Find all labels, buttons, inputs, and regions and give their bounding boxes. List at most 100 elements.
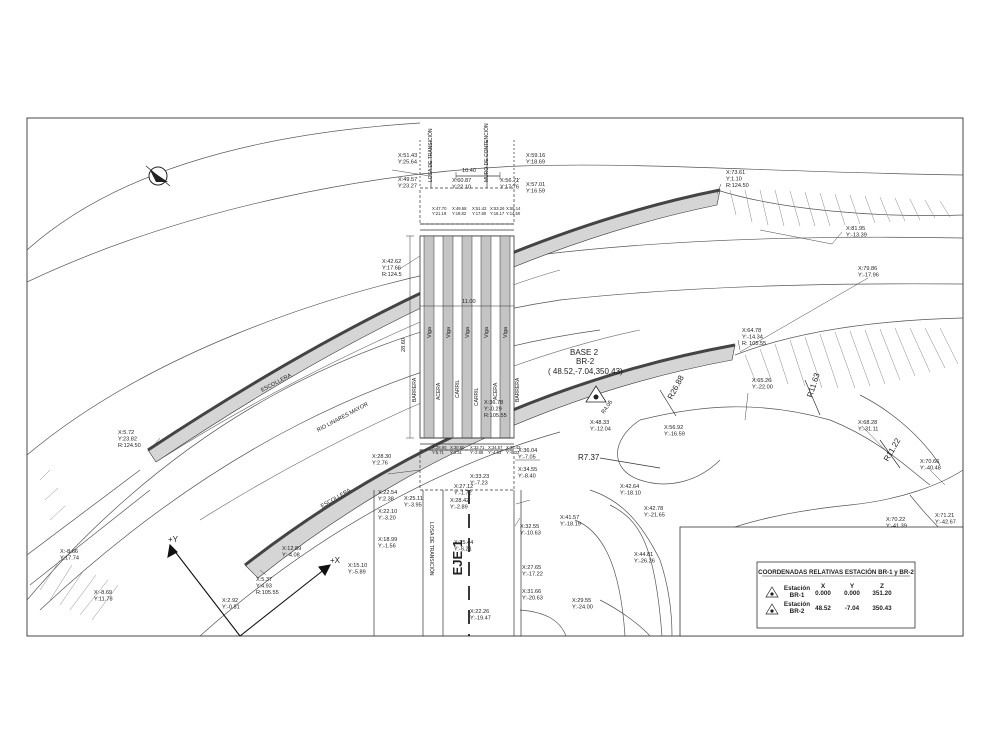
table-header-z: Z bbox=[880, 583, 884, 590]
coordinate-label: X:30.80Y:3.31 bbox=[450, 445, 465, 455]
coordinate-label: X:2.92Y:-0.81 bbox=[222, 598, 240, 610]
coordinate-value: X:-8.69 bbox=[94, 590, 112, 596]
coordinate-value: Y:17.66 bbox=[382, 265, 401, 271]
coordinate-value: X:44.81 bbox=[634, 552, 653, 558]
coordinate-label: X:68.28Y:-31.11 bbox=[858, 420, 878, 432]
coordinate-value: R:124.50 bbox=[726, 183, 749, 189]
coordinate-value: X:79.86 bbox=[858, 266, 877, 272]
station-label: Estación bbox=[784, 585, 810, 592]
coordinate-value: Y:22.10 bbox=[452, 184, 471, 190]
coordinate-value: Y:-40.48 bbox=[920, 465, 941, 471]
coordinate-label: X:22.10Y:-3.20 bbox=[378, 509, 397, 521]
coordinate-value: X:5.72 bbox=[118, 430, 134, 436]
transition-slab-label: LOSA DE TRANSICIÓN bbox=[428, 522, 435, 576]
coordinate-value: R:105.55 bbox=[256, 590, 279, 596]
coordinate-value: X:31.66 bbox=[522, 589, 541, 595]
coordinate-value: X:27.65 bbox=[522, 565, 541, 571]
coordinate-value: Y:-17.96 bbox=[858, 272, 879, 278]
coordinate-value: X:32.71 bbox=[470, 445, 485, 450]
coordinate-value: Y:14.50 bbox=[506, 211, 521, 216]
coordinate-label: X:5.37Y:4.93R:105.55 bbox=[256, 577, 279, 596]
coordinate-value: Y:-42.67 bbox=[935, 519, 956, 525]
axis-x-label: +X bbox=[330, 556, 341, 565]
coordinate-value: X:49.58 bbox=[452, 206, 467, 211]
coordinate-value: Y:16.17 bbox=[490, 211, 505, 216]
coordinate-value: X:15.10 bbox=[348, 563, 367, 569]
coordinate-label: X:5.72Y:23.82R:124.50 bbox=[118, 430, 141, 449]
coordinate-value: Y:-0.29 bbox=[484, 406, 502, 412]
coordinate-label: X:51.43Y:25.64 bbox=[398, 153, 417, 165]
coordinate-value: R: 105.55 bbox=[742, 341, 766, 347]
coordinate-value: Y:-17.22 bbox=[522, 571, 543, 577]
table-row: Estación BR-2 48.52 -7.04 350.43 bbox=[765, 601, 892, 615]
coordinate-value: Y:-4.08 bbox=[282, 552, 300, 558]
coordinate-label: X:49.58Y:19.82 bbox=[452, 206, 467, 216]
coordinate-value: X:22.54 bbox=[378, 490, 397, 496]
table-header-y: Y bbox=[850, 583, 855, 590]
station-x: 0.000 bbox=[815, 590, 831, 597]
lane-label: CARRIL bbox=[455, 379, 461, 398]
coordinate-value: Y:25.64 bbox=[398, 159, 417, 165]
station-y: -7.04 bbox=[845, 605, 860, 612]
coordinate-label: X:53.26Y:16.17 bbox=[490, 206, 505, 216]
coordinate-value: X:56.92 bbox=[664, 425, 683, 431]
coordinate-value: X:36.43 bbox=[506, 445, 521, 450]
coordinate-label: X:70.22Y:-41.39 bbox=[886, 517, 907, 529]
axis-label-eje: EJE 1 bbox=[450, 540, 465, 575]
station-x: 48.52 bbox=[815, 605, 831, 612]
coordinate-value: Y:-7.05 bbox=[518, 454, 536, 460]
coordinate-value: X:-8.66 bbox=[60, 549, 78, 555]
coordinate-value: Y:-2.88 bbox=[470, 450, 484, 455]
sidewalk-label: ACERA bbox=[493, 382, 499, 400]
coordinate-value: X:51.43 bbox=[398, 153, 417, 159]
coordinate-label: X:42.62Y:17.66R:124.5 bbox=[382, 259, 402, 278]
coordinate-label: X:29.55Y:-24.00 bbox=[572, 598, 593, 610]
coordinate-label: X:28.30Y:2.76 bbox=[372, 454, 391, 466]
coordinate-label: X:79.86Y:-17.96 bbox=[858, 266, 879, 278]
coordinate-value: Y:17.74 bbox=[60, 555, 79, 561]
coordinate-value: Y:-22.00 bbox=[752, 384, 773, 390]
coordinate-value: X:5.37 bbox=[256, 577, 272, 583]
station-name: BR-2 bbox=[790, 608, 805, 615]
coordinate-annotations: X:51.43Y:25.64X:59.16Y:18.69X:49.57Y:23.… bbox=[60, 153, 956, 621]
coordinate-value: Y:21.19 bbox=[432, 211, 447, 216]
coordinate-value: Y:-10.63 bbox=[520, 530, 541, 536]
station-icon bbox=[765, 586, 779, 598]
coordinate-value: Y:19.82 bbox=[452, 211, 467, 216]
coordinate-value: X:27.12 bbox=[454, 484, 473, 490]
coordinate-value: R:124.5 bbox=[382, 272, 402, 278]
coordinate-label: X:36.04Y:-7.05 bbox=[518, 448, 537, 460]
coordinate-value: Y:-31.11 bbox=[858, 426, 878, 432]
coordinate-value: Y:4.93 bbox=[256, 583, 272, 589]
coordinate-value: Y:-3.95 bbox=[404, 502, 422, 508]
coordinate-label: X:15.10Y:-5.89 bbox=[348, 563, 367, 575]
retaining-wall-label: MURO DE CONTENCIÓN bbox=[483, 123, 490, 182]
coordinate-value: X:70.66 bbox=[920, 459, 939, 465]
coordinate-value: X:34.55 bbox=[518, 467, 537, 473]
coordinate-label: X:64.78Y:-14.34R: 105.55 bbox=[742, 328, 766, 347]
station-table: COORDENADAS RELATIVAS ESTACIÓN BR-1 y BR… bbox=[679, 526, 964, 637]
coordinate-value: Y:-12.04 bbox=[590, 426, 611, 432]
coordinate-value: X:71.21 bbox=[935, 513, 954, 519]
coordinate-value: Y:-24.00 bbox=[572, 604, 593, 610]
coordinate-value: X:51.42 bbox=[472, 206, 487, 211]
coordinate-value: X:64.78 bbox=[742, 328, 761, 334]
coordinate-value: Y:-16.59 bbox=[664, 431, 685, 437]
station-y: 0.000 bbox=[844, 590, 860, 597]
dim-width-mid: 11.00 bbox=[462, 299, 476, 305]
station-name: BR-1 bbox=[790, 592, 805, 599]
coordinate-value: Y:-6.32 bbox=[506, 450, 520, 455]
dim-width-top: 10.40 bbox=[462, 168, 476, 174]
coordinate-value: Y:-19.47 bbox=[470, 615, 491, 621]
coordinate-value: X:36.04 bbox=[518, 448, 537, 454]
coordinate-label: X:27.12Y:-1.72 bbox=[454, 484, 473, 496]
table-title: COORDENADAS RELATIVAS ESTACIÓN BR-1 y BR… bbox=[758, 568, 914, 576]
dimension-lines bbox=[406, 172, 514, 439]
coordinate-label: X:41.57Y:-18.19 bbox=[560, 515, 581, 527]
coordinate-value: X:33.23 bbox=[470, 474, 489, 480]
coordinate-label: X:48.33Y:-12.04 bbox=[590, 420, 611, 432]
coordinate-value: Y:-2.89 bbox=[450, 504, 468, 510]
coordinate-label: X:34.55Y:-8.40 bbox=[518, 467, 537, 479]
coordinate-value: X:30.80 bbox=[450, 445, 465, 450]
base-name: BR-2 bbox=[576, 357, 595, 366]
